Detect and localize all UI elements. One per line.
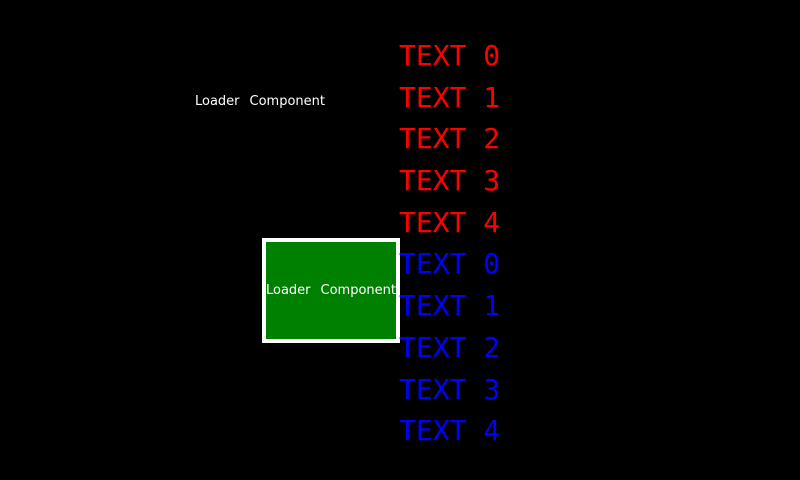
list-item: TEXT 3 xyxy=(399,164,501,198)
loader-box-label: Loader Component xyxy=(266,282,396,298)
list-item: TEXT 2 xyxy=(399,330,501,364)
list-item: TEXT 0 xyxy=(399,247,501,281)
text-list: TEXT 0 TEXT 1 TEXT 2 TEXT 3 TEXT 4 TEXT 0 TEXT… xyxy=(399,35,500,452)
list-item: TEXT 1 xyxy=(399,80,501,114)
list-item: TEXT 3 xyxy=(399,372,501,406)
loader-component-label: Loader Component xyxy=(195,94,325,109)
list-item: TEXT 1 xyxy=(399,289,501,323)
list-item: TEXT 4 xyxy=(399,414,501,448)
loader-component-widget[interactable]: Loader Component xyxy=(262,238,400,343)
list-item: TEXT 4 xyxy=(399,205,501,239)
list-item: TEXT 2 xyxy=(399,122,501,156)
list-item: TEXT 0 xyxy=(399,39,501,72)
